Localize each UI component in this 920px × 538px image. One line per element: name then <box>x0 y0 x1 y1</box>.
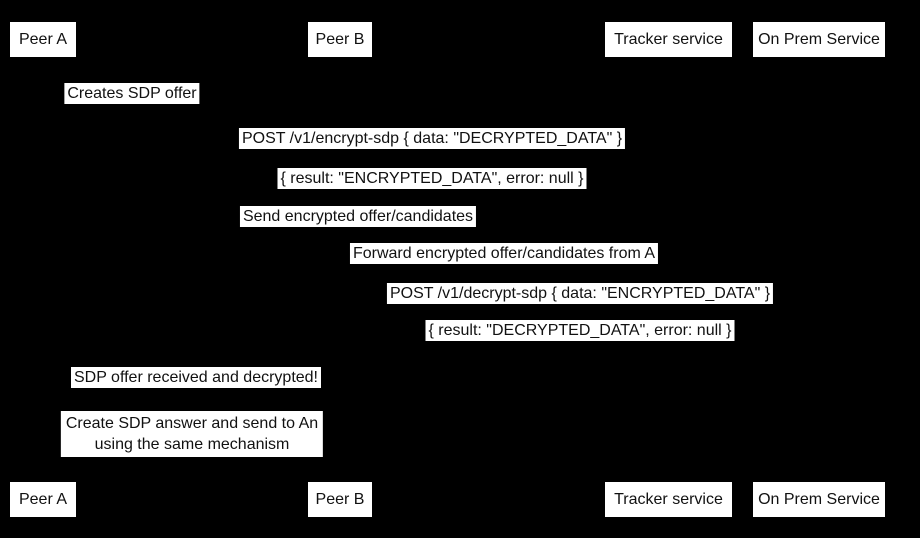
note-create-sdp-answer: Create SDP answer and send to An using t… <box>60 411 324 457</box>
lifeline-peer-a <box>42 57 43 482</box>
lifeline-on-prem-service <box>818 57 819 482</box>
note-line-2: using the same mechanism <box>94 436 290 453</box>
label-post-decrypt-sdp: POST /v1/decrypt-sdp { data: "ENCRYPTED_… <box>386 283 774 304</box>
actor-tracker-service-bottom: Tracker service <box>605 482 732 517</box>
actor-peer-a-top: Peer A <box>10 22 76 57</box>
actor-tracker-service-top: Tracker service <box>605 22 732 57</box>
label-post-encrypt-sdp: POST /v1/encrypt-sdp { data: "DECRYPTED_… <box>238 128 626 149</box>
actor-peer-a-bottom: Peer A <box>10 482 76 517</box>
label-forward-encrypted-offer: Forward encrypted offer/candidates from … <box>349 243 659 264</box>
label-creates-sdp-offer: Creates SDP offer <box>64 83 200 104</box>
label-result-decrypted-data: { result: "DECRYPTED_DATA", error: null … <box>425 320 735 341</box>
lifeline-tracker-service <box>668 57 669 482</box>
actor-on-prem-service-bottom: On Prem Service <box>753 482 885 517</box>
actor-peer-b-top: Peer B <box>308 22 372 57</box>
label-sdp-offer-received: SDP offer received and decrypted! <box>71 367 321 388</box>
note-line-1: Create SDP answer and send to An <box>65 415 319 432</box>
actor-on-prem-service-top: On Prem Service <box>753 22 885 57</box>
lifeline-peer-b <box>339 57 340 482</box>
label-result-encrypted-data: { result: "ENCRYPTED_DATA", error: null … <box>277 168 587 189</box>
label-send-encrypted-offer: Send encrypted offer/candidates <box>239 206 477 227</box>
actor-peer-b-bottom: Peer B <box>308 482 372 517</box>
